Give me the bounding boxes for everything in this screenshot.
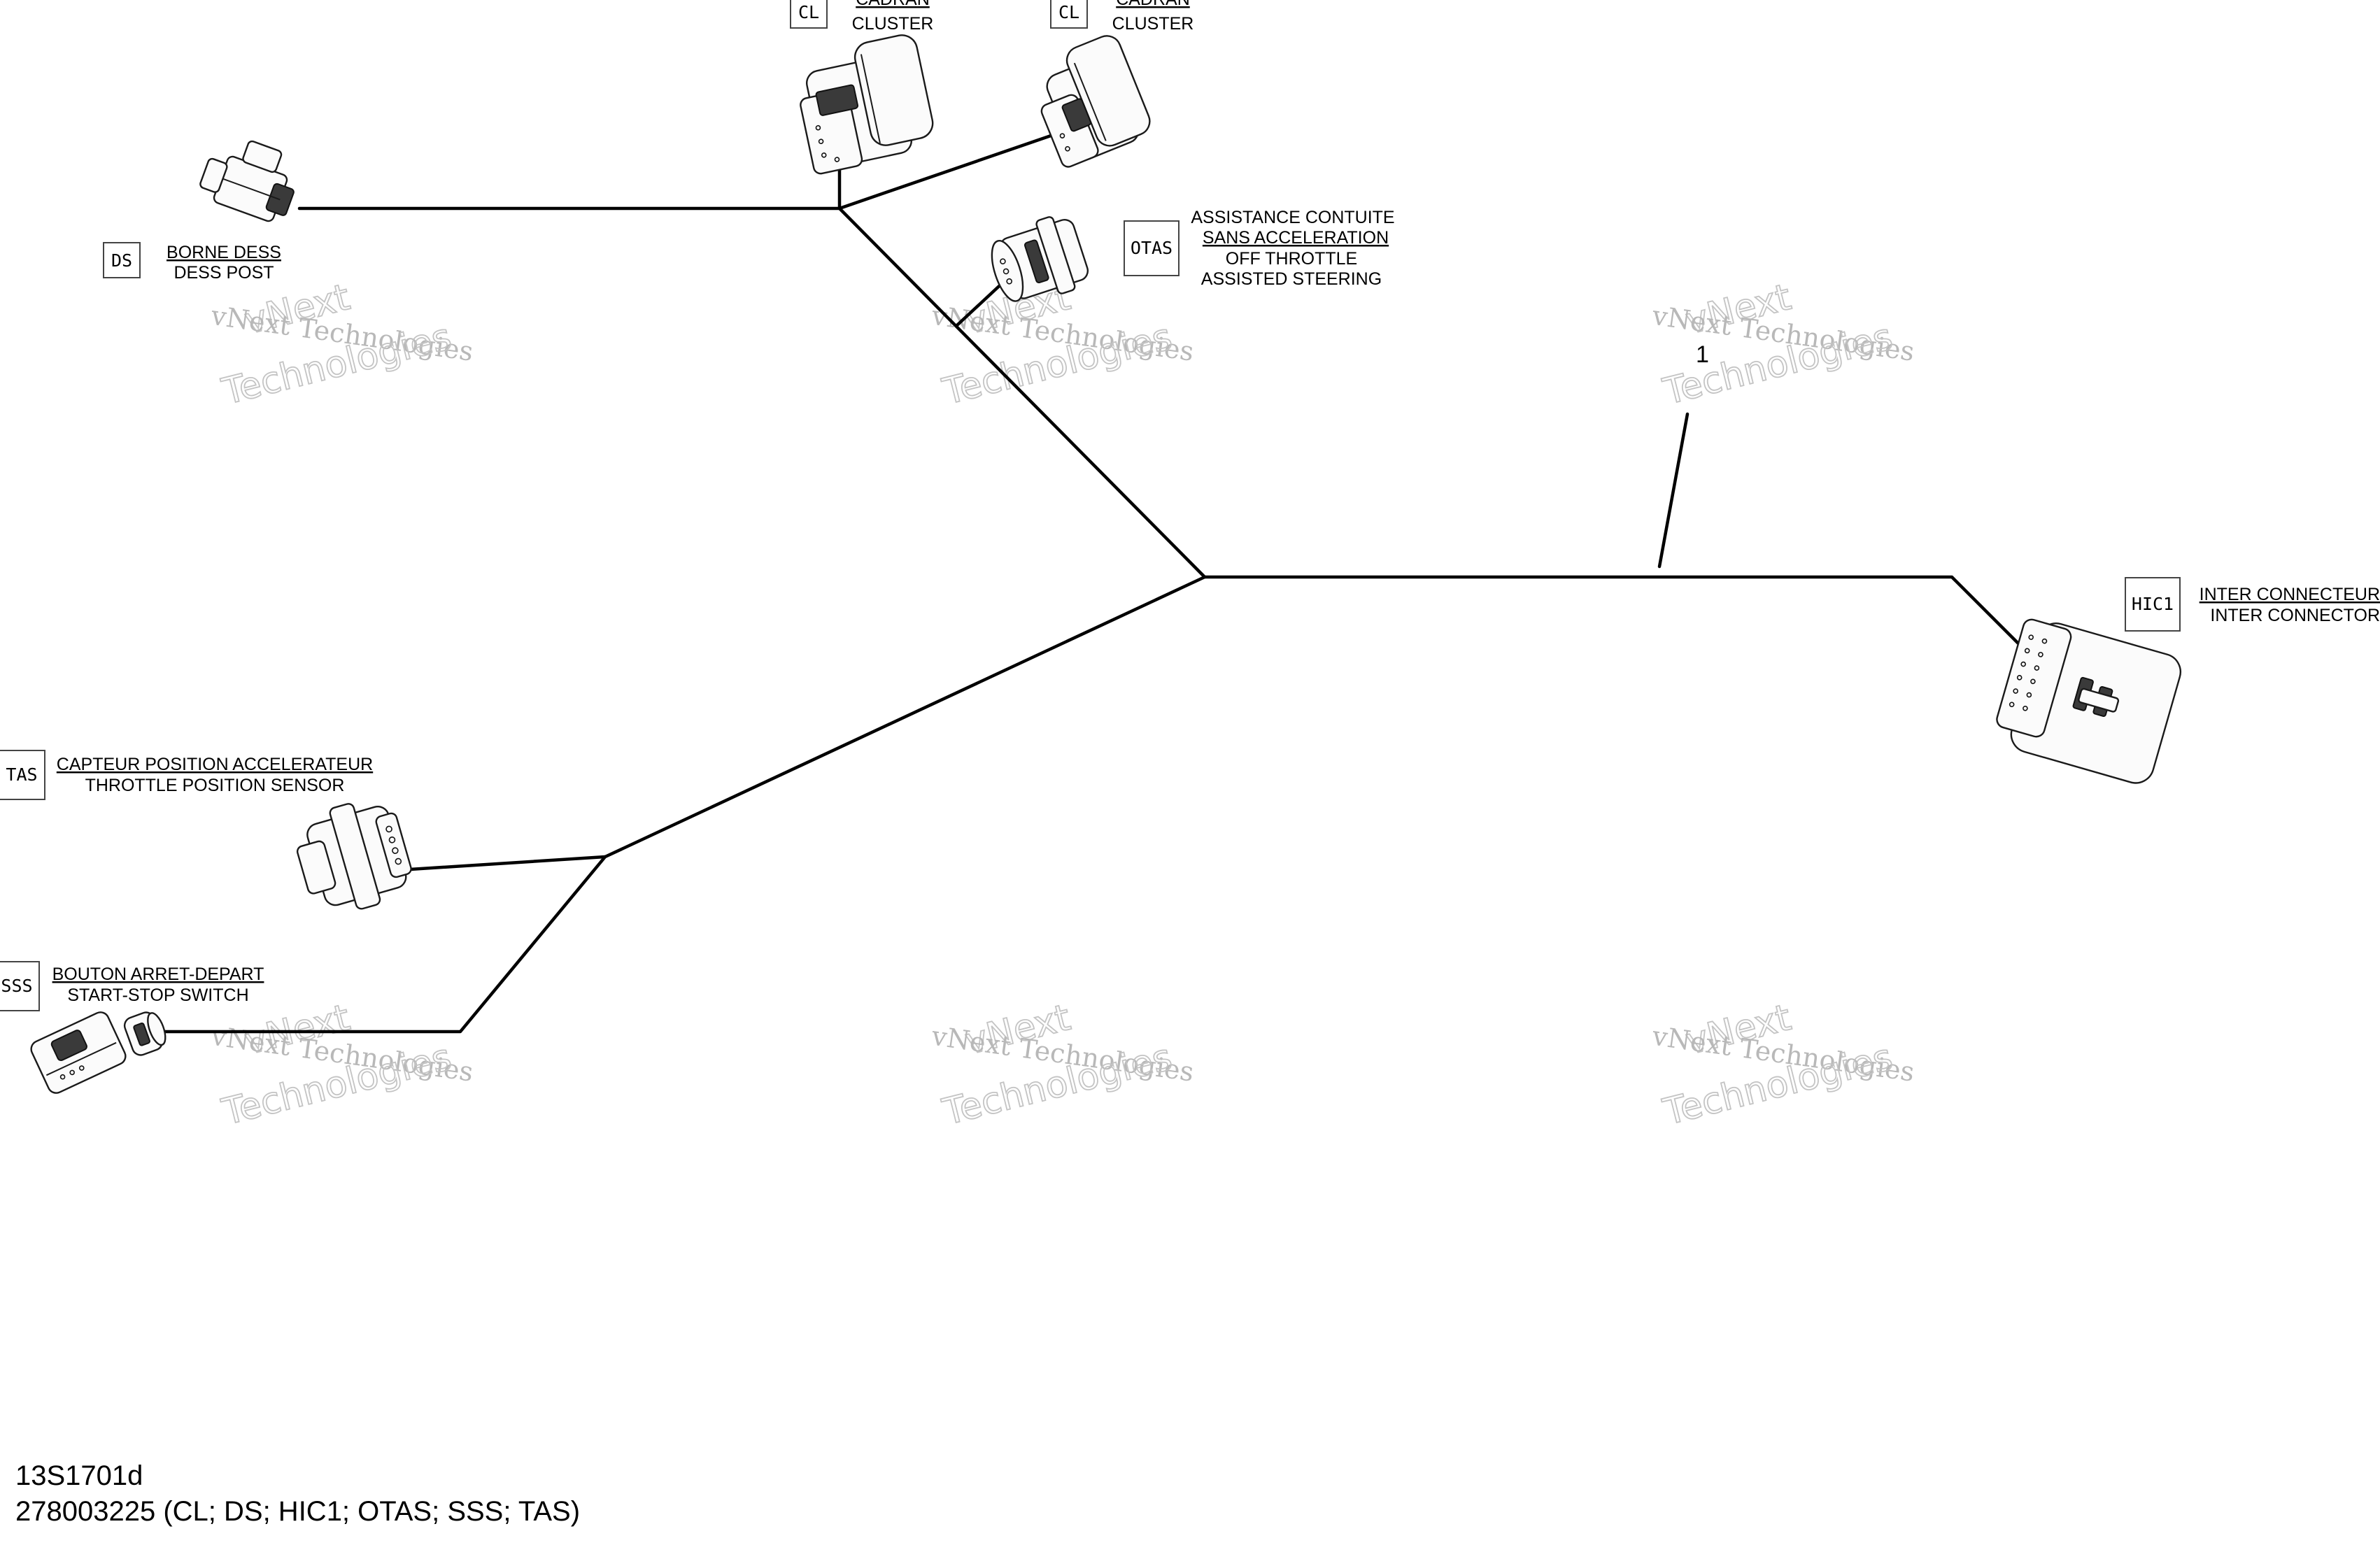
otas-label-en-1: OFF THROTTLE <box>1226 249 1357 269</box>
cl-right-tag-box <box>1050 0 1088 29</box>
ds-connector-icon <box>199 140 295 222</box>
cl-left-tag-box <box>790 0 828 29</box>
tas-connector-icon <box>296 803 412 910</box>
otas-label-fr-1: ASSISTANCE CONTUITE <box>1191 208 1394 227</box>
otas-tag-box <box>1124 220 1180 276</box>
otas-label-en-2: ASSISTED STEERING <box>1201 269 1382 289</box>
cl-right-connector-icon <box>1040 35 1151 168</box>
hic1-label-group: HIC1 INTER CONNECTEUR INTER CONNECTOR <box>2125 577 2380 632</box>
sss-tag: SSS <box>1 976 32 996</box>
sss-switch-icon <box>30 1011 127 1094</box>
sss-label-fr: BOUTON ARRET-DEPART <box>52 964 264 984</box>
wire-trunk-lower <box>603 575 1207 859</box>
wire-tas-branch <box>386 855 607 873</box>
hic1-label-fr: INTER CONNECTEUR <box>2200 585 2380 604</box>
callout-number: 1 <box>1696 341 1709 368</box>
tas-tag-box <box>0 750 45 800</box>
ds-label-group: DS BORNE DESS DESS POST <box>103 242 281 283</box>
cl-right-label-fr: CADRAN <box>1116 0 1190 9</box>
otas-tag: OTAS <box>1131 238 1173 258</box>
otas-connector-icon <box>991 216 1089 302</box>
wire-main-trunk <box>1203 575 2045 670</box>
ds-tag-box <box>103 242 141 278</box>
cl-left-connector-icon <box>800 34 934 175</box>
cl-left-label-fr: CADRAN <box>856 0 930 9</box>
sss-connector-icon <box>123 1011 167 1056</box>
wire-trunk-upper <box>837 206 1207 579</box>
hic1-tag: HIC1 <box>2132 594 2174 614</box>
wire-otas-branch <box>955 276 1010 327</box>
cl-left-label-en: CLUSTER <box>852 14 934 34</box>
wire-cl-right-branch <box>837 133 1055 211</box>
wire-callout-leader <box>1657 412 1690 569</box>
cl-right-label-group: CL CADRAN CLUSTER <box>1050 0 1194 34</box>
ds-label-fr: BORNE DESS <box>167 243 281 262</box>
wire-sss-branch <box>160 855 607 1034</box>
sss-tag-box <box>0 961 40 1011</box>
hic1-connector-icon <box>1996 618 2182 784</box>
hic1-label-en: INTER CONNECTOR <box>2210 606 2380 625</box>
ds-label-en: DESS POST <box>173 263 274 283</box>
sss-label-group: SSS BOUTON ARRET-DEPART START-STOP SWITC… <box>0 961 264 1011</box>
otas-label-fr-2: SANS ACCELERATION <box>1203 228 1389 248</box>
harness-wires <box>160 133 2045 1034</box>
tas-tag: TAS <box>6 764 37 785</box>
part-number: 278003225 (CL; DS; HIC1; OTAS; SSS; TAS) <box>15 1496 580 1527</box>
cl-right-tag: CL <box>1058 2 1079 22</box>
cl-left-tag: CL <box>798 2 819 22</box>
cl-right-label-en: CLUSTER <box>1112 14 1194 34</box>
drawing-id: 13S1701d <box>15 1460 143 1491</box>
ds-tag: DS <box>111 250 132 271</box>
watermark-group: vNext vNext Technologies Technologies vN… <box>208 276 1916 1134</box>
sss-label-en: START-STOP SWITCH <box>67 985 248 1005</box>
hic1-tag-box <box>2125 577 2181 632</box>
tas-label-fr: CAPTEUR POSITION ACCELERATEUR <box>57 755 373 774</box>
cl-left-label-group: CL CADRAN CLUSTER <box>790 0 934 34</box>
otas-label-group: OTAS ASSISTANCE CONTUITE SANS ACCELERATI… <box>1124 208 1395 289</box>
tas-label-group: TAS CAPTEUR POSITION ACCELERATEUR THROTT… <box>0 750 373 800</box>
tas-label-en: THROTTLE POSITION SENSOR <box>85 776 345 795</box>
